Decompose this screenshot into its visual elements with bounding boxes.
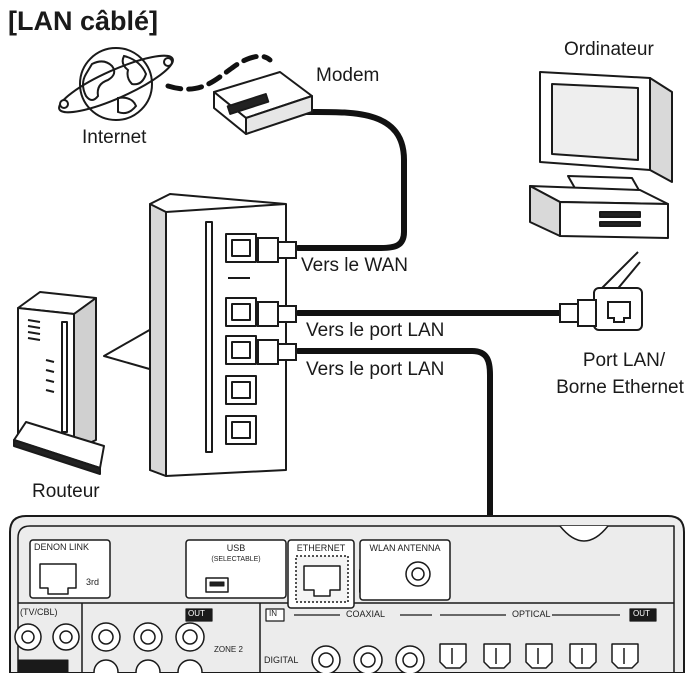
globe-icon [58, 47, 174, 121]
internet-label: Internet [82, 127, 147, 148]
wlan-antenna-section [359, 539, 451, 601]
optical-ports [439, 643, 639, 669]
coaxial-label: COAXIAL [346, 609, 386, 619]
ethernet-label: ETHERNET [296, 543, 346, 553]
in-label: IN [269, 609, 277, 618]
to-lan-port-label-1: Vers le port LAN [306, 320, 445, 341]
modem-label: Modem [316, 65, 380, 86]
zone2-label: ZONE 2 [214, 645, 243, 654]
router-label: Routeur [32, 481, 100, 502]
usb-sub-label: (SELECTABLE) [211, 556, 261, 563]
denon-link-sub-label: 3rd [86, 577, 100, 587]
ethernet-plug-lan-2 [257, 339, 297, 365]
lan-port-label-line1: Port LAN/ [582, 350, 666, 371]
to-lan-port-label-2: Vers le port LAN [306, 359, 445, 380]
ethernet-plug-lan-1 [257, 301, 297, 327]
modem-device [213, 71, 313, 135]
usb-label: USB [226, 543, 246, 553]
section-lines [185, 608, 657, 622]
optical-label: OPTICAL [512, 609, 551, 619]
internet-modem-dashed-link [165, 53, 273, 92]
denon-link-section [29, 539, 111, 599]
receiver-rear-panel [9, 515, 685, 678]
ethernet-plug-wan [257, 237, 297, 263]
router-device [13, 291, 105, 475]
to-wan-label: Vers le WAN [301, 255, 408, 276]
black-jack-block [17, 659, 69, 674]
ethernet-plug-computer [559, 299, 597, 327]
computer-device [529, 71, 673, 239]
router-port-wan [225, 233, 257, 263]
modem-to-router-wan-cable [295, 108, 407, 251]
router-ports-panel [103, 193, 287, 477]
digital-label: DIGITAL [264, 655, 299, 665]
lan-port-callout [593, 251, 643, 331]
computer-label: Ordinateur [564, 39, 654, 60]
diagram-title: [LAN câblé] [8, 6, 159, 36]
router-port-lan-4 [225, 415, 257, 445]
lan-port-label-line2: Borne Ethernet [556, 377, 684, 398]
wlan-antenna-label: WLAN ANTENNA [369, 543, 441, 553]
router-port-lan-2 [225, 335, 257, 365]
out-label-1: OUT [188, 609, 205, 618]
denon-link-label: DENON LINK [34, 542, 90, 552]
usb-section [185, 539, 287, 599]
router-port-lan-3 [225, 375, 257, 405]
ethernet-section [287, 539, 355, 609]
router-port-lan-1 [225, 297, 257, 327]
tv-cbl-label: (TV/CBL) [20, 607, 58, 617]
out-label-2: OUT [633, 609, 650, 618]
